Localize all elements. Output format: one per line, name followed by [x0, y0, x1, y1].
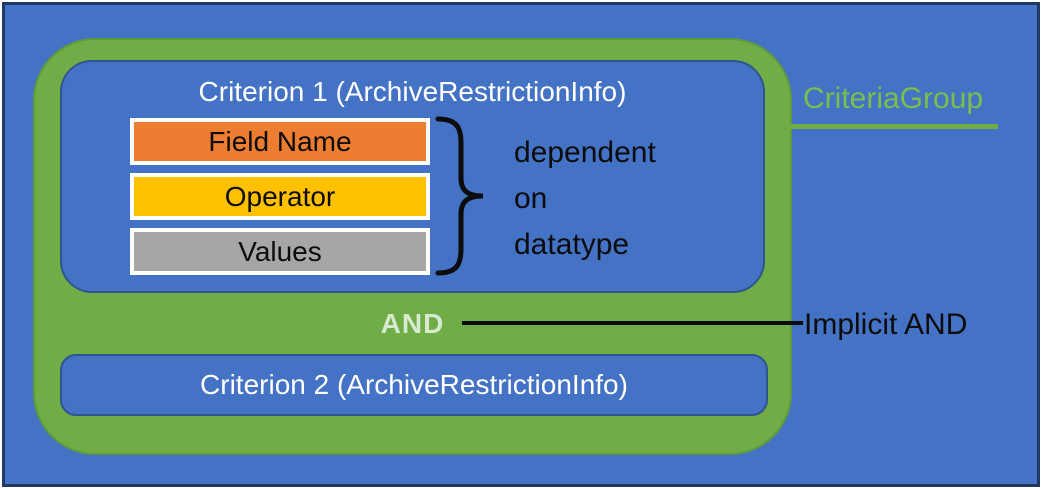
implicit-and-label: Implicit AND: [804, 308, 968, 341]
values-label: Values: [238, 235, 322, 267]
operator-bar: Operator: [130, 173, 430, 220]
criterion-1-title: Criterion 1 (ArchiveRestrictionInfo): [198, 76, 627, 107]
criteria-group-label: CriteriaGroup: [803, 82, 984, 115]
curly-brace-icon: [435, 116, 484, 276]
criterion-2-box: Criterion 2 (ArchiveRestrictionInfo): [60, 354, 768, 416]
operator-label: Operator: [224, 180, 336, 212]
field-name-bar: Field Name: [130, 118, 430, 165]
and-label: AND: [380, 308, 445, 339]
implicit-and-connector-line: [462, 321, 803, 325]
criteria-group-underline: [789, 124, 998, 129]
field-name-label: Field Name: [208, 125, 352, 157]
values-bar: Values: [130, 228, 430, 275]
dependency-note: dependent on datatype: [514, 136, 656, 261]
criterion-2-title: Criterion 2 (ArchiveRestrictionInfo): [200, 369, 628, 400]
